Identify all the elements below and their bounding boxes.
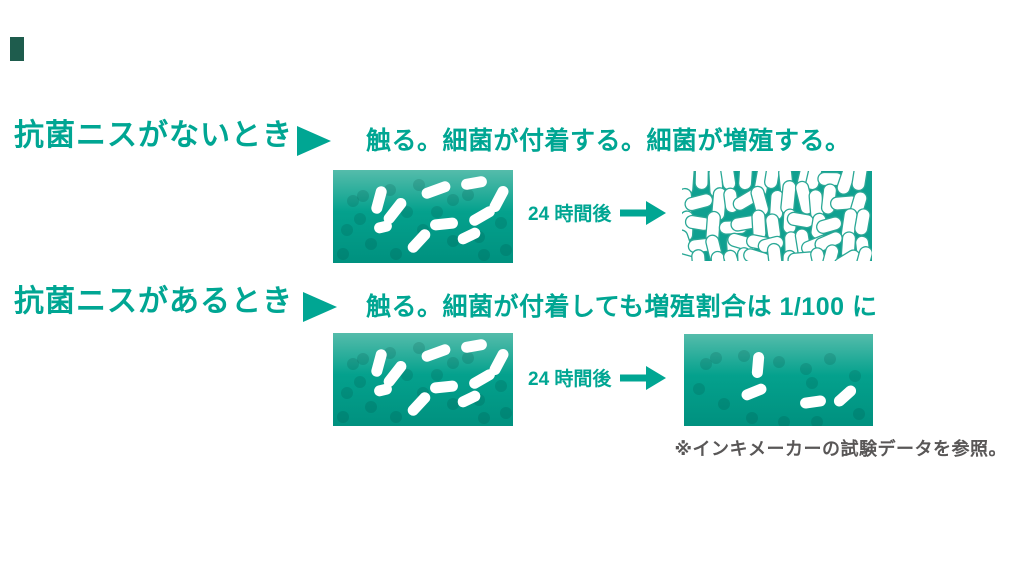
footnote: ※インキメーカーの試験データを参照。 [674, 439, 1007, 459]
row2-heading: 抗菌ニスがあるとき [14, 285, 293, 318]
row1-description: 触る。細菌が付着する。細菌が増殖する。 [366, 127, 851, 155]
timeline-label: 24 時間後 [528, 369, 612, 390]
bacteria-suppressed-box [684, 334, 873, 426]
row1-timeline: 24 時間後 [528, 199, 667, 226]
right-triangle-icon [297, 126, 331, 156]
corner-mark [10, 37, 24, 61]
arrow-right-icon [620, 365, 667, 390]
row1-heading: 抗菌ニスがないとき [14, 119, 293, 152]
bacteria-touch-box-row1 [333, 170, 513, 263]
row2-description: 触る。細菌が付着しても増殖割合は 1/100 に [366, 293, 878, 321]
timeline-label: 24 時間後 [528, 204, 612, 225]
row2-timeline: 24 時間後 [528, 364, 667, 391]
bacteria-touch-box-row2 [333, 333, 513, 426]
right-triangle-icon [303, 292, 337, 322]
arrow-right-icon [620, 200, 667, 225]
bacteria-multiplied-box [682, 171, 872, 261]
